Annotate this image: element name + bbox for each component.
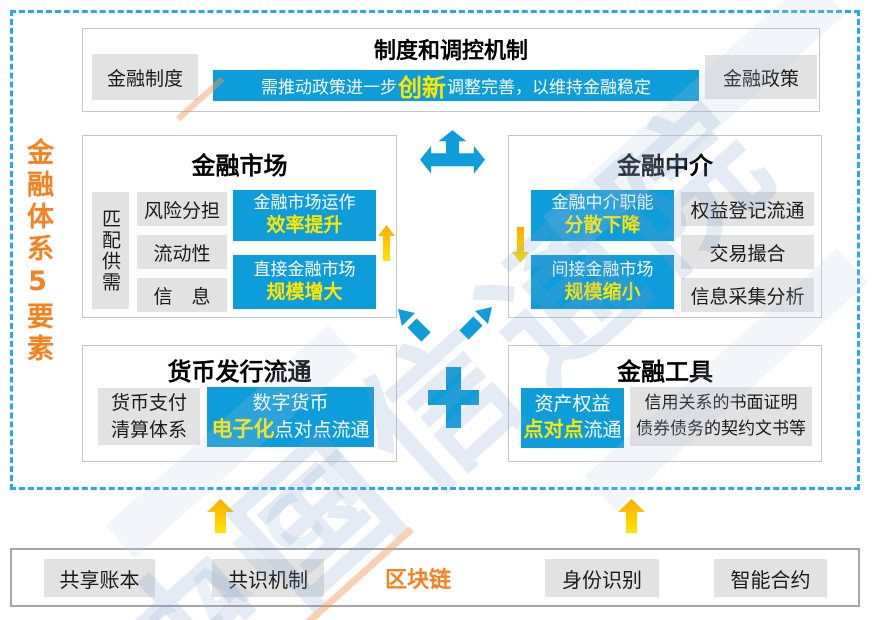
tag-rights-registration: 权益登记流通 (681, 192, 814, 226)
blue-indirect-market-line2: 规模缩小 (564, 280, 641, 303)
panel-financial-instrument: 金融工具 资产权益 点对点流通 信用关系的书面证明 债券债务的契约文书等 (508, 345, 822, 462)
panel-financial-intermediary-title: 金融中介 (617, 152, 713, 180)
blue-direct-market-line1: 直接金融市场 (253, 259, 356, 280)
tag-information: 信 息 (137, 278, 227, 312)
vertical-title: 金融体系5要素 (22, 138, 53, 366)
tag-credit-certificate-line2: 债券债务的契约文书等 (636, 418, 806, 439)
up-arrow-icon (378, 225, 395, 261)
three-way-arrow-icon (420, 130, 485, 174)
diagonal-up-left-arrow-icon (398, 309, 431, 342)
plus-icon (428, 367, 479, 428)
tag-liquidity: 流动性 (137, 235, 227, 269)
blue-market-operation: 金融市场运作 效率提升 (233, 190, 376, 241)
blue-digital-currency: 数字货币 电子化点对点流通 (207, 387, 374, 447)
tag-identity: 身份识别 (545, 559, 659, 597)
tag-financial-system: 金融制度 (92, 54, 198, 100)
diagonal-up-right-arrow-icon (459, 307, 492, 340)
blue-intermediary-function: 金融中介职能 分散下降 (531, 190, 674, 241)
label-blockchain: 区块链 (384, 567, 451, 593)
panel-currency-circulation-title: 货币发行流通 (167, 358, 312, 386)
policy-banner-pre: 需推动政策进一步 (261, 78, 397, 98)
tag-risk-sharing: 风险分担 (137, 192, 227, 226)
tag-trade-matching: 交易撮合 (681, 235, 814, 269)
tag-credit-certificate: 信用关系的书面证明 债券债务的契约文书等 (630, 387, 812, 446)
panel-currency-circulation: 货币发行流通 货币支付 清算体系 数字货币 电子化点对点流通 (82, 345, 397, 462)
gold-up-arrow-left-icon (207, 499, 234, 533)
panel-financial-market: 金融市场 匹配供需 风险分担 流动性 信 息 金融市场运作 效率提升 直接金融市… (82, 135, 397, 318)
blue-asset-rights-highlight: 点对点 (523, 417, 584, 441)
dashed-frame (10, 10, 860, 490)
panel-financial-instrument-title: 金融工具 (617, 358, 713, 386)
panel-regulation: 制度和调控机制 金融制度 需推动政策进一步创新调整完善，以维持金融稳定 金融政策 (82, 28, 820, 112)
tag-info-collection: 信息采集分析 (681, 278, 814, 312)
panel-financial-market-title: 金融市场 (191, 152, 288, 180)
blue-intermediary-function-line1: 金融中介职能 (551, 193, 654, 213)
blue-digital-currency-line1: 数字货币 (252, 391, 329, 414)
tag-credit-certificate-line1: 信用关系的书面证明 (644, 393, 798, 413)
blue-direct-market: 直接金融市场 规模增大 (233, 255, 376, 309)
tag-consensus: 共识机制 (212, 559, 324, 597)
blockchain-bar: 共享账本 共识机制 区块链 身份识别 智能合约 (10, 548, 860, 607)
blue-indirect-market-line1: 间接金融市场 (551, 259, 654, 280)
tag-shared-ledger: 共享账本 (44, 559, 155, 597)
blue-digital-currency-rest: 点对点流通 (274, 418, 370, 441)
blue-digital-currency-line2: 电子化点对点流通 (211, 416, 369, 443)
down-arrow-icon (512, 227, 529, 263)
blue-digital-currency-highlight: 电子化 (211, 416, 275, 441)
blue-asset-rights: 资产权益 点对点流通 (521, 388, 624, 448)
panel-regulation-title: 制度和调控机制 (373, 39, 528, 64)
blue-asset-rights-line2: 点对点流通 (523, 417, 621, 443)
panel-financial-intermediary: 金融中介 金融中介职能 分散下降 间接金融市场 规模缩小 权益登记流通 交易撮合… (508, 135, 822, 318)
policy-banner-post: 调整完善，以维持金融稳定 (447, 78, 651, 98)
blue-asset-rights-rest: 流通 (583, 419, 622, 441)
gold-up-arrow-right-icon (618, 499, 645, 533)
blue-direct-market-line2: 规模增大 (266, 280, 343, 303)
tag-financial-policy: 金融政策 (705, 55, 817, 99)
tag-payment-clearing-line2: 清算体系 (110, 418, 187, 441)
tag-match-supply-demand: 匹配供需 (92, 192, 129, 309)
blue-asset-rights-line1: 资产权益 (534, 393, 611, 416)
tag-payment-clearing: 货币支付 清算体系 (98, 388, 200, 445)
tag-payment-clearing-line1: 货币支付 (110, 391, 187, 414)
blue-market-operation-line1: 金融市场运作 (253, 193, 356, 213)
blue-market-operation-line2: 效率提升 (266, 214, 343, 237)
blue-intermediary-function-line2: 分散下降 (564, 214, 641, 237)
policy-banner-highlight: 创新 (398, 74, 446, 102)
tag-smart-contract: 智能合约 (714, 559, 827, 597)
policy-banner: 需推动政策进一步创新调整完善，以维持金融稳定 (213, 70, 699, 102)
blue-indirect-market: 间接金融市场 规模缩小 (531, 255, 674, 309)
